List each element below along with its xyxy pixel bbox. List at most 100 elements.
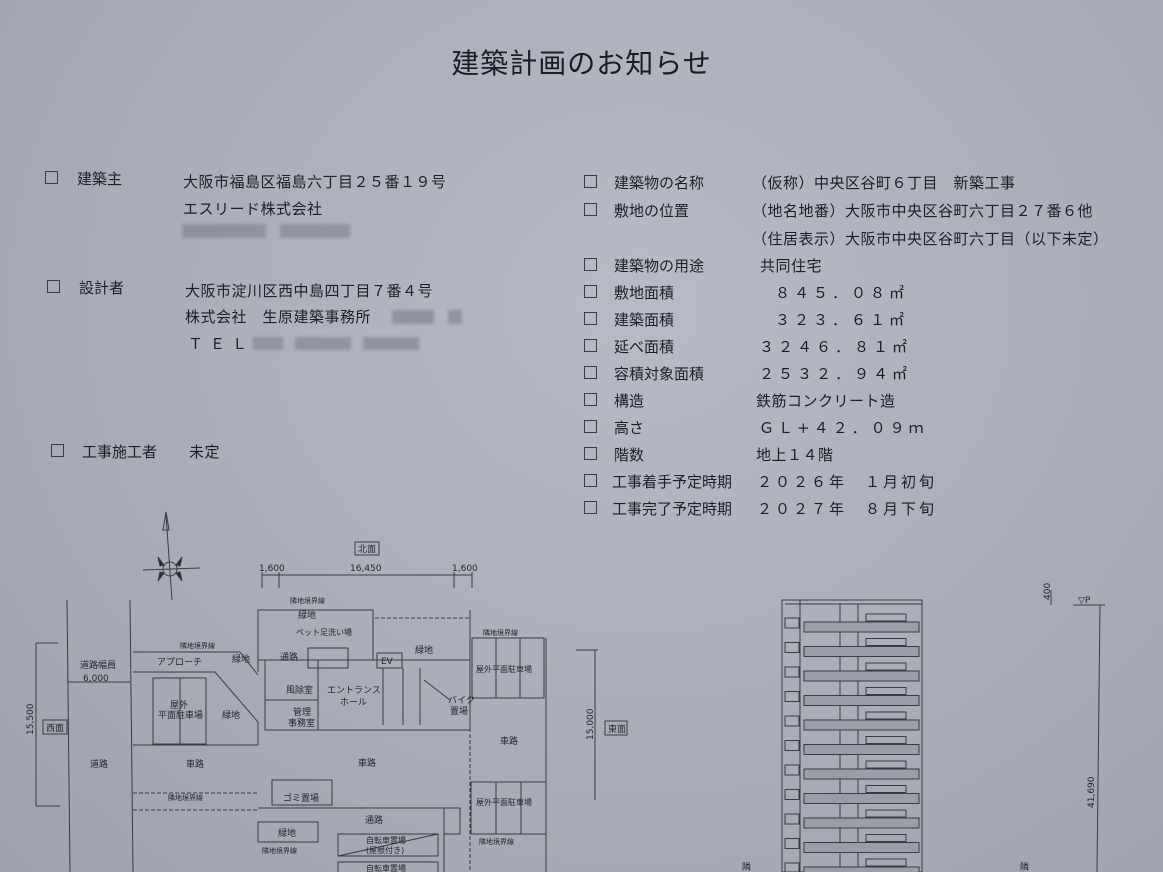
outdoor-parking-label: 屋外平面駐車場 [476,664,532,674]
bicycle-parking-label: 自転車置場 [366,835,406,845]
owner-address: 大阪市福島区福島六丁目２５番１９号 [183,173,447,191]
balcony-band [803,866,920,872]
checkbox-icon [584,366,597,379]
passage-label: 通路 [280,651,298,663]
road-label: 道路 [90,758,108,770]
checkbox-icon [584,420,597,433]
item-label: 建築面積 [614,311,675,329]
neighbor-boundary-label: 隣地境界線 [262,846,297,855]
checkbox-icon [584,312,597,325]
entrance-hall-label: ホール [340,697,367,708]
green-label: 緑地 [298,609,316,621]
green-label: 緑地 [415,644,433,656]
item-value: 鉄筋コンクリート造 [756,392,896,410]
bicycle-parking-roofed-label: (屋根付き) [366,845,404,855]
checkbox-icon [47,280,60,293]
checkbox-icon [584,175,597,188]
redacted-block [182,224,266,238]
window [865,662,907,671]
item-value: ８４５．０８㎡ [775,284,909,302]
window [865,687,907,695]
item-label: 容積対象面積 [614,365,705,383]
checkbox-icon [584,501,597,514]
balcony-band [803,817,920,829]
balcony-band [803,793,920,804]
item-label: 延べ面積 [614,338,675,356]
stair-window [784,642,800,653]
stair-window [784,740,800,751]
passage-label: 通路 [365,814,383,826]
balcony-band [803,842,920,853]
item-value: 共同住宅 [760,257,823,275]
green-label: 緑地 [278,827,296,839]
driveway-label: 車路 [500,735,518,747]
checkbox-icon [584,285,597,298]
neighbor-boundary-label: 隣地境界線 [180,641,215,650]
item-value: （仮称）中央区谷町６丁目 新築工事 [752,174,1016,192]
item-label: 高さ [614,419,645,437]
balcony-band [803,768,920,780]
redacted-block [363,337,419,350]
checkbox-icon [584,393,597,406]
window [865,858,907,867]
east-face-label: 東面 [608,723,626,735]
building-floors [784,613,920,872]
management-office-label: 管理 [293,706,311,718]
entrance-hall-label: エントランス [327,685,381,696]
balcony-band [803,646,920,657]
checkbox-icon [584,339,597,352]
item-value-secondary: （住居表示）大阪市中央区谷町六丁目（以下未定） [752,230,1109,248]
item-label: 階数 [614,446,645,464]
item-value: ２５３２．９４㎡ [759,365,912,383]
checkbox-icon [584,447,597,460]
stair-window [784,715,800,727]
balcony-band [803,695,920,706]
item-value: （地名地番）大阪市中央区谷町六丁目２７番６他 [752,202,1094,220]
stair-window [784,862,800,872]
notice-title: 建築計画のお知らせ [451,47,712,80]
dim-west: 15,500 [26,703,36,735]
item-label: 設計者 [79,279,125,297]
window [865,613,907,622]
ev-label: EV [381,657,394,667]
window [865,711,907,720]
checkbox-icon [51,444,64,457]
bicycle-parking-label: 自転車置場 [366,863,406,872]
green-label: 緑地 [222,709,240,721]
window [865,736,907,744]
checkbox-icon [584,474,597,487]
outdoor-parking-label: 屋外平面駐車場 [476,797,532,807]
dim-east: 15,000 [586,708,596,740]
management-office-label: 事務室 [288,717,315,729]
bike-label: 置場 [450,705,468,717]
west-face-label: 西面 [46,723,64,734]
item-label: 建築物の名称 [614,174,705,192]
redacted-block [253,337,283,350]
designer-tel-label: ＴＥＬ [188,335,255,353]
neighbor-mark: 隣 [742,861,751,872]
height-dimension: 41,690 [1087,776,1097,808]
designer-company: 株式会社 生原建築事務所 [185,308,372,326]
dim-parapet: 400 [1043,583,1053,600]
driveway-label: 車路 [186,758,204,770]
stair-window [784,666,800,678]
window [865,834,907,842]
neighbor-boundary-label: 隣地境界線 [479,837,514,846]
driveway-label: 車路 [358,757,376,769]
bike-label: バイク [448,695,475,706]
balcony-band [803,719,920,731]
garbage-area-label: ゴミ置場 [283,792,319,804]
dim-top-mid: 16,450 [350,564,382,574]
item-label: 敷地の位置 [614,202,690,220]
contractor-value: 未定 [189,443,221,461]
stair-window [784,764,800,776]
stair-window [784,617,800,629]
stair-window [784,691,800,702]
item-label: 建築主 [77,170,123,188]
pet-wash-label: ペット足洗い場 [296,627,352,637]
item-label: 構造 [614,392,645,410]
item-value: ３２４６．８１㎡ [759,338,912,356]
redacted-block [448,310,462,324]
